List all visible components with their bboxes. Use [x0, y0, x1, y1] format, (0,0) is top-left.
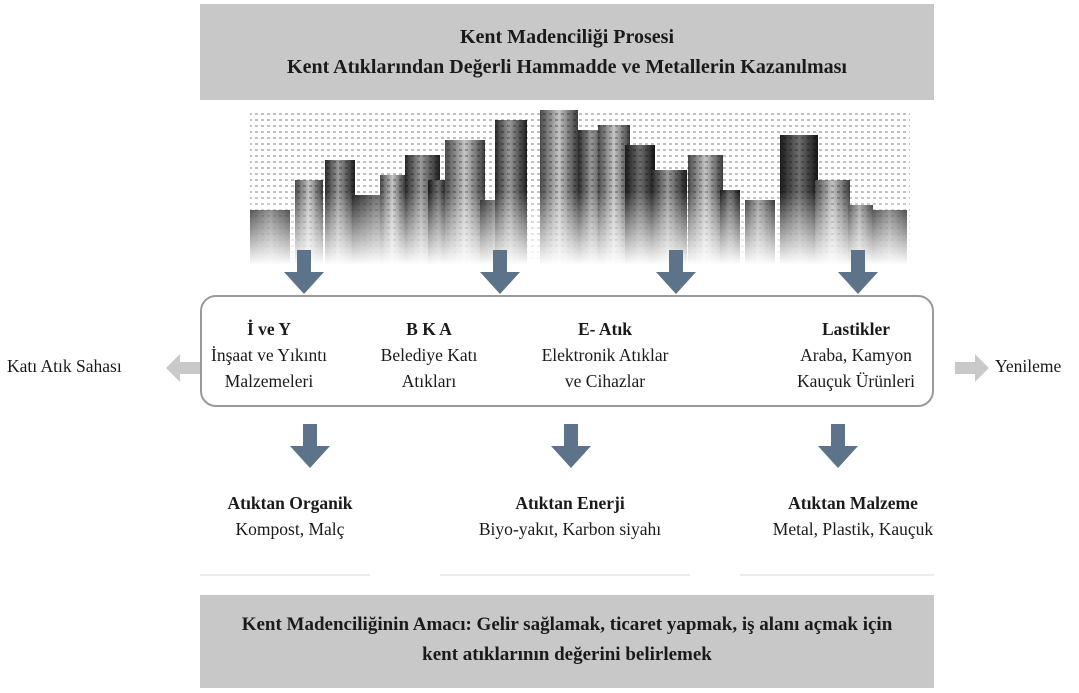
- waste-category-box: [200, 295, 934, 407]
- category-line: Kauçuk Ürünleri: [796, 371, 916, 391]
- output-detail: Metal, Plastik, Kauçuk: [772, 519, 934, 539]
- category-title: B K A: [406, 319, 452, 339]
- category-line: Belediye Katı: [380, 345, 478, 365]
- category-tires: Lastikler Araba, Kamyon Kauçuk Ürünleri: [771, 316, 941, 394]
- category-title: İ ve Y: [246, 319, 292, 339]
- divider: [200, 574, 370, 576]
- category-line: ve Cihazlar: [564, 371, 646, 391]
- category-title: Lastikler: [821, 319, 891, 339]
- purpose-line: kent atıklarının değerini belirlemek: [422, 644, 712, 665]
- output-title: Atıktan Organik: [227, 493, 353, 513]
- category-construction: İ ve Y İnşaat ve Yıkıntı Malzemeleri: [205, 316, 333, 394]
- category-line: Malzemeleri: [224, 371, 314, 391]
- output-organic: Atıktan Organik Kompost, Malç: [185, 490, 395, 542]
- output-title: Atıktan Enerji: [515, 493, 625, 513]
- left-arrow-icon: [166, 354, 200, 382]
- category-municipal: B K A Belediye Katı Atıkları: [369, 316, 489, 394]
- title-banner: Kent Madenciliği Prosesi Kent Atıklarınd…: [200, 4, 934, 100]
- output-material: Atıktan Malzeme Metal, Plastik, Kauçuk: [738, 490, 968, 542]
- down-arrow-icon: [838, 250, 878, 294]
- renewal-label: Yenileme: [995, 356, 1062, 376]
- divider: [440, 574, 690, 576]
- category-line: Elektronik Atıklar: [541, 345, 669, 365]
- down-arrow-icon: [818, 424, 858, 468]
- category-line: İnşaat ve Yıkıntı: [211, 345, 327, 365]
- purpose-banner: Kent Madenciliğinin Amacı: Gelir sağlama…: [200, 595, 934, 688]
- category-line: Atıkları: [401, 371, 457, 391]
- category-e-waste: E- Atık Elektronik Atıklar ve Cihazlar: [530, 316, 680, 394]
- divider: [740, 574, 934, 576]
- skyline-buildings: [200, 100, 934, 265]
- output-energy: Atıktan Enerji Biyo-yakıt, Karbon siyahı: [435, 490, 705, 542]
- right-arrow-icon: [955, 354, 989, 382]
- down-arrow-icon: [656, 250, 696, 294]
- output-detail: Kompost, Malç: [235, 519, 345, 539]
- output-detail: Biyo-yakıt, Karbon siyahı: [478, 519, 662, 539]
- category-line: Araba, Kamyon: [800, 345, 912, 365]
- down-arrow-icon: [290, 424, 330, 468]
- down-arrow-icon: [551, 424, 591, 468]
- process-subtitle: Kent Atıklarından Değerli Hammadde ve Me…: [287, 56, 847, 78]
- process-title: Kent Madenciliği Prosesi: [459, 26, 675, 48]
- down-arrow-icon: [480, 250, 520, 294]
- city-skyline-image: [200, 100, 934, 265]
- landfill-label: Katı Atık Sahası: [7, 356, 122, 376]
- output-title: Atıktan Malzeme: [788, 493, 918, 513]
- purpose-line: Kent Madenciliğinin Amacı: Gelir sağlama…: [241, 614, 893, 635]
- down-arrow-icon: [284, 250, 324, 294]
- category-title: E- Atık: [578, 319, 632, 339]
